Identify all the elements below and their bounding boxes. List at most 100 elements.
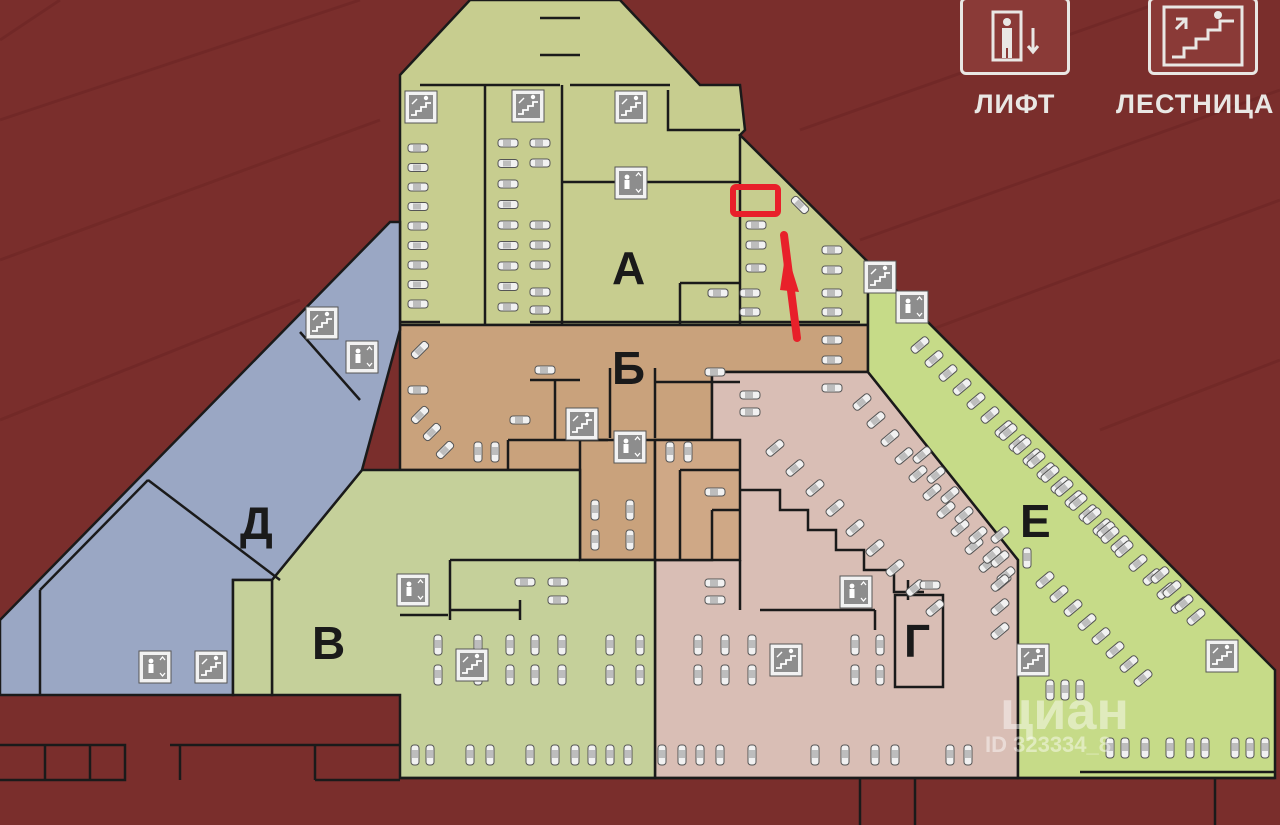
parking-space bbox=[529, 158, 551, 168]
parking-space bbox=[605, 634, 615, 656]
zone-b-walls bbox=[506, 368, 740, 560]
parking-space bbox=[497, 302, 519, 312]
parking-space bbox=[945, 744, 955, 766]
parking-space bbox=[529, 287, 551, 297]
zone-b-label: Б bbox=[612, 342, 646, 394]
parking-space bbox=[821, 335, 843, 345]
parking-space bbox=[497, 179, 519, 189]
elevator-icon bbox=[614, 166, 648, 200]
legend-lift-label: ЛИФТ bbox=[974, 89, 1056, 119]
parking-space bbox=[704, 487, 726, 497]
legend-stairs-label: ЛЕСТНИЦА bbox=[1116, 89, 1275, 119]
stairs-icon bbox=[565, 407, 599, 441]
stairs-icon bbox=[1016, 643, 1050, 677]
elevator-icon bbox=[895, 290, 929, 324]
parking-space bbox=[407, 221, 429, 231]
parking-space bbox=[715, 744, 725, 766]
parking-space bbox=[747, 744, 757, 766]
parking-space bbox=[704, 595, 726, 605]
parking-space bbox=[739, 390, 761, 400]
elevator-icon bbox=[345, 340, 379, 374]
parking-space bbox=[530, 634, 540, 656]
parking-space bbox=[514, 577, 536, 587]
elevator-icon bbox=[396, 573, 430, 607]
parking-space bbox=[739, 307, 761, 317]
watermark-brand: циан bbox=[1000, 681, 1130, 741]
legend-stairs: ЛЕСТНИЦА bbox=[1116, 0, 1274, 120]
zone-e-label: Е bbox=[1020, 495, 1051, 547]
parking-space bbox=[407, 182, 429, 192]
parking-space bbox=[850, 634, 860, 656]
parking-space bbox=[410, 744, 420, 766]
elevator-icon bbox=[839, 575, 873, 609]
parking-space bbox=[919, 580, 941, 590]
stairs-icon bbox=[404, 90, 438, 124]
parking-space bbox=[407, 163, 429, 172]
zone-d-strip bbox=[231, 578, 274, 697]
parking-space bbox=[497, 220, 519, 230]
parking-space bbox=[407, 143, 429, 153]
parking-space bbox=[739, 288, 761, 298]
parking-space bbox=[407, 385, 429, 395]
parking-space bbox=[1165, 737, 1175, 759]
parking-space bbox=[665, 441, 675, 463]
parking-space bbox=[490, 441, 500, 463]
parking-space bbox=[1185, 737, 1195, 759]
parking-space bbox=[850, 664, 860, 686]
parking-space bbox=[890, 744, 900, 766]
zone-a-label: А bbox=[612, 242, 646, 294]
parking-space bbox=[557, 664, 567, 686]
parking-space bbox=[720, 664, 730, 686]
zone-d-label: Д bbox=[240, 497, 273, 549]
parking-space bbox=[547, 577, 569, 587]
parking-space bbox=[590, 529, 600, 551]
parking-space bbox=[625, 529, 635, 551]
stairs-icon bbox=[194, 650, 228, 684]
parking-space bbox=[497, 138, 519, 148]
parking-space bbox=[840, 744, 850, 766]
parking-space bbox=[739, 407, 761, 417]
parking-space bbox=[497, 282, 519, 291]
parking-space bbox=[529, 138, 551, 148]
parking-space bbox=[821, 307, 843, 317]
parking-space bbox=[821, 288, 843, 298]
parking-space bbox=[875, 634, 885, 656]
parking-space bbox=[534, 365, 556, 375]
parking-space bbox=[704, 367, 726, 377]
stairs-icon bbox=[305, 306, 339, 340]
parking-space bbox=[497, 200, 519, 209]
stairs-icon bbox=[769, 643, 803, 677]
parking-space bbox=[407, 260, 429, 270]
parking-space bbox=[810, 744, 820, 766]
parking-space bbox=[747, 664, 757, 686]
parking-space bbox=[635, 664, 645, 686]
stairs-icon bbox=[1205, 639, 1239, 673]
parking-space bbox=[557, 634, 567, 656]
stairs-icon bbox=[511, 89, 545, 123]
parking-space bbox=[747, 634, 757, 656]
zone-a-walls bbox=[400, 16, 860, 325]
parking-space bbox=[1200, 737, 1210, 759]
parking-space bbox=[497, 261, 519, 271]
parking-space bbox=[505, 634, 515, 656]
parking-space bbox=[695, 744, 705, 766]
parking-space bbox=[1022, 547, 1032, 569]
stairs-icon bbox=[455, 648, 489, 682]
parking-space bbox=[683, 441, 693, 463]
parking-space bbox=[1260, 737, 1270, 759]
parking-space bbox=[407, 202, 429, 211]
stairs-icon bbox=[614, 90, 648, 124]
parking-space bbox=[745, 220, 767, 230]
parking-spot-highlight-marker bbox=[730, 184, 801, 342]
parking-space bbox=[1230, 737, 1240, 759]
parking-space bbox=[529, 220, 551, 230]
background-pattern bbox=[0, 0, 1280, 430]
parking-space bbox=[407, 241, 429, 250]
parking-space bbox=[433, 664, 443, 686]
parking-space bbox=[821, 355, 843, 365]
elevator-icon bbox=[138, 650, 172, 684]
parking-space bbox=[745, 263, 767, 273]
parking-space bbox=[821, 265, 843, 275]
parking-space bbox=[963, 744, 973, 766]
